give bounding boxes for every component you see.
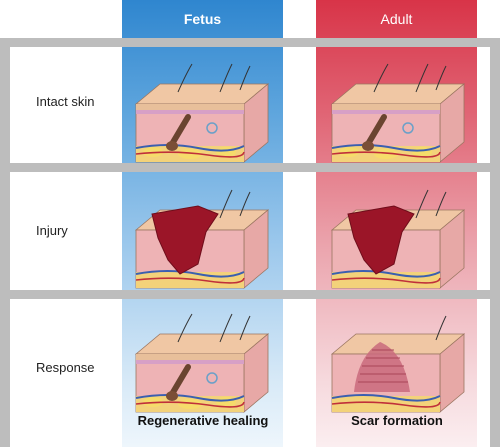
outcome-label-adult: Scar formation [351,413,443,428]
adult-column-header: Adult [380,11,413,27]
adult-injury-skin-illustration [330,189,466,289]
row-divider [0,290,500,299]
fetus-injury-skin-illustration [134,189,270,289]
fetus-response-skin-illustration [134,313,270,413]
skin-block [134,313,270,413]
skin-block [330,63,466,163]
frame-left [0,38,10,447]
frame-right [490,38,500,447]
adult-response-skin-illustration [330,315,466,413]
outcome-label-fetus: Regenerative healing [137,413,269,428]
row-label-response: Response [36,360,95,375]
skin-block [134,63,270,163]
wound [347,205,415,275]
fetus-intact-skin-illustration [134,63,270,163]
row-divider [0,38,500,47]
wound [151,205,219,275]
adult-intact-skin-illustration [330,63,466,163]
scar [354,342,410,392]
row-divider [0,163,500,172]
row-label-intact: Intact skin [36,94,95,109]
fetus-column-header: Fetus [183,11,222,27]
row-label-injury: Injury [36,223,68,238]
